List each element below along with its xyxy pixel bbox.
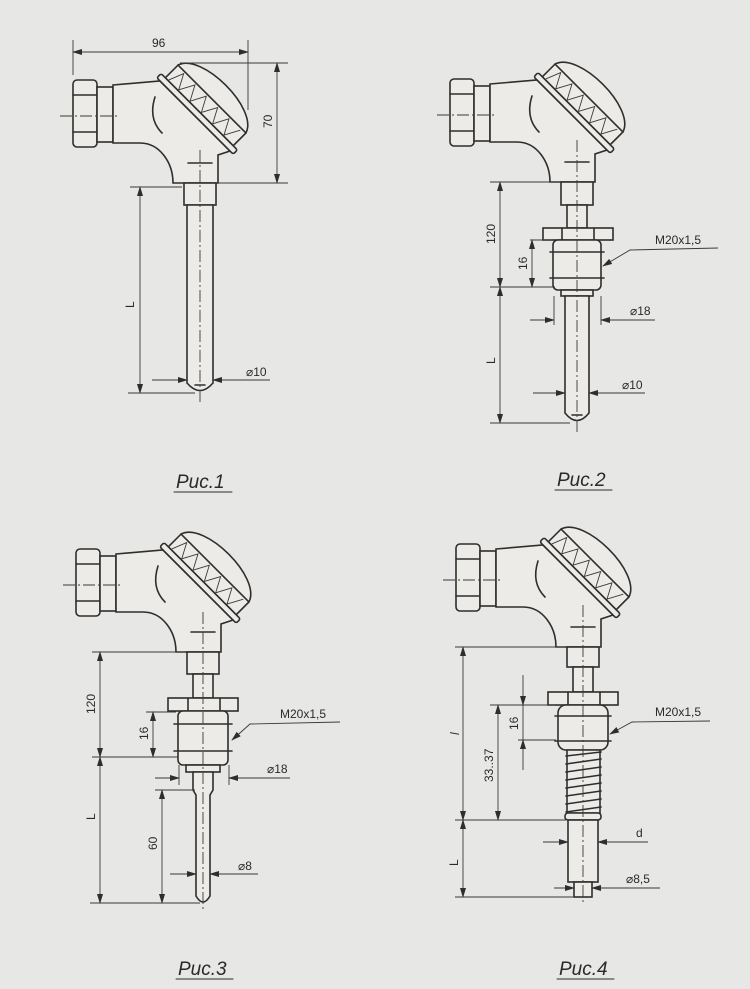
figure-1: 96 70 L ⌀10 Рис.1 <box>59 36 288 493</box>
dim-33-37-label: 33..37 <box>482 748 496 782</box>
thermometer-head-3 <box>62 515 268 653</box>
thermometer-head-2 <box>436 45 642 183</box>
thread-label: M20x1,5 <box>655 705 701 719</box>
figure-caption: Рис.3 <box>178 959 227 980</box>
dim-length-label: L <box>123 301 137 308</box>
dim-d10-label: ⌀10 <box>622 378 643 392</box>
dim-d18-label: ⌀18 <box>630 304 651 318</box>
dim-d-label: d <box>636 826 643 840</box>
thread-label: M20x1,5 <box>655 233 701 247</box>
dim-60-label: 60 <box>146 836 160 850</box>
dim-diameter-label: ⌀10 <box>246 365 267 379</box>
dim-16-label: 16 <box>516 256 530 270</box>
dim-120-label: 120 <box>84 694 98 714</box>
dim-16-label: 16 <box>137 726 151 740</box>
dim-d18-label: ⌀18 <box>267 762 288 776</box>
figure-caption: Рис.1 <box>176 472 225 493</box>
dim-d8-5-label: ⌀8,5 <box>626 872 650 886</box>
dim-width-label: 96 <box>152 36 166 50</box>
figure-caption: Рис.2 <box>557 470 606 491</box>
thermometer-head-1 <box>59 46 265 184</box>
thermometer-head-4 <box>442 510 648 648</box>
dim-length-label: L <box>447 859 461 866</box>
dim-l-label: l <box>448 732 462 735</box>
dim-d8-label: ⌀8 <box>238 859 252 873</box>
thread-label: M20x1,5 <box>280 707 326 721</box>
dim-height-label: 70 <box>261 114 275 128</box>
dim-length-label: L <box>484 357 498 364</box>
figure-4: l 16 33..37 L d ⌀8,5 M20x1,5 Рис.4 <box>442 510 711 980</box>
figure-caption: Рис.4 <box>559 959 608 980</box>
protective-tube <box>564 295 590 422</box>
dim-120-label: 120 <box>484 224 498 244</box>
dim-16-label: 16 <box>507 716 521 730</box>
figure-2: 120 16 L ⌀18 ⌀10 M20x1,5 Рис.2 <box>436 45 719 491</box>
dim-length-label: L <box>84 813 98 820</box>
lock-nut <box>542 227 614 241</box>
figure-3: 120 16 L 60 ⌀18 ⌀8 M20x1,5 Рис.3 <box>62 515 341 980</box>
